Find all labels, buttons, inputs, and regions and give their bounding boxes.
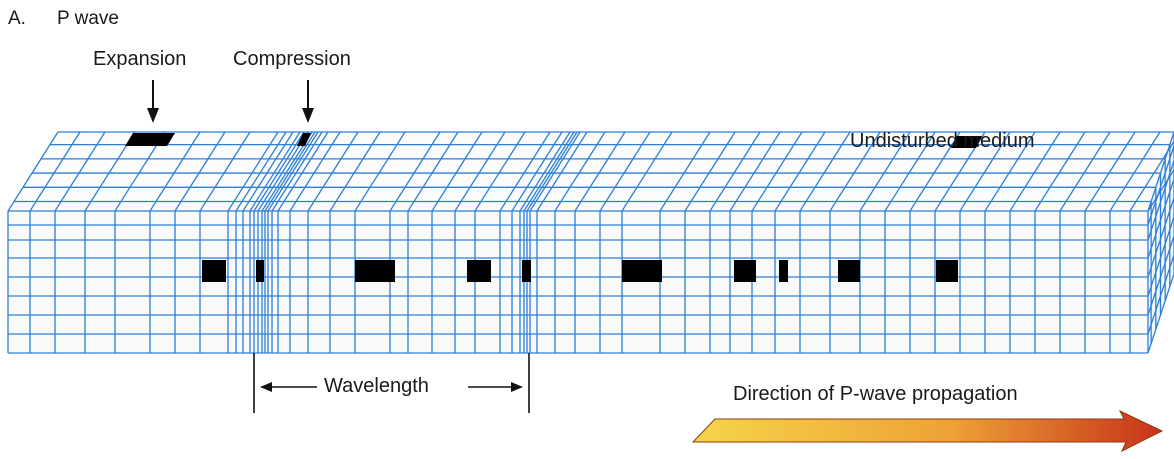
particle-markers: [125, 133, 982, 282]
label-arrows: [147, 80, 314, 123]
panel-letter: A.: [8, 8, 26, 29]
particle-marker: [355, 260, 395, 282]
expansion-arrowhead: [147, 108, 159, 123]
wavelength-left-arrowhead: [260, 382, 272, 392]
compression-particle-marker: [297, 133, 311, 146]
particle-marker: [936, 260, 958, 282]
compression-label: Compression: [233, 48, 351, 70]
particle-marker: [202, 260, 226, 282]
propagation-direction-label: Direction of P-wave propagation: [733, 383, 1018, 405]
grid-lines: [7, 131, 1174, 354]
top-depth-line: [7, 131, 59, 212]
top-depth-line: [1129, 140, 1174, 212]
compression-arrowhead: [302, 108, 314, 123]
particle-marker: [734, 260, 756, 282]
front-face: [8, 211, 1148, 353]
wavelength-right-arrowhead: [511, 382, 523, 392]
panel-title: P wave: [57, 8, 119, 29]
particle-marker: [522, 260, 531, 282]
particle-marker: [622, 260, 662, 282]
undisturbed-medium-label: Undisturbed medium: [850, 130, 1035, 152]
particle-marker: [467, 260, 491, 282]
particle-marker: [256, 260, 264, 282]
particle-marker: [779, 260, 788, 282]
expansion-particle-marker: [125, 133, 175, 146]
undisturbed-particle-marker: [951, 136, 982, 148]
propagation-arrow: [691, 409, 1164, 453]
wavelength-label: Wavelength: [321, 375, 432, 398]
expansion-label: Expansion: [93, 48, 187, 70]
particle-marker: [838, 260, 860, 282]
wavelength-marker: [253, 353, 530, 413]
